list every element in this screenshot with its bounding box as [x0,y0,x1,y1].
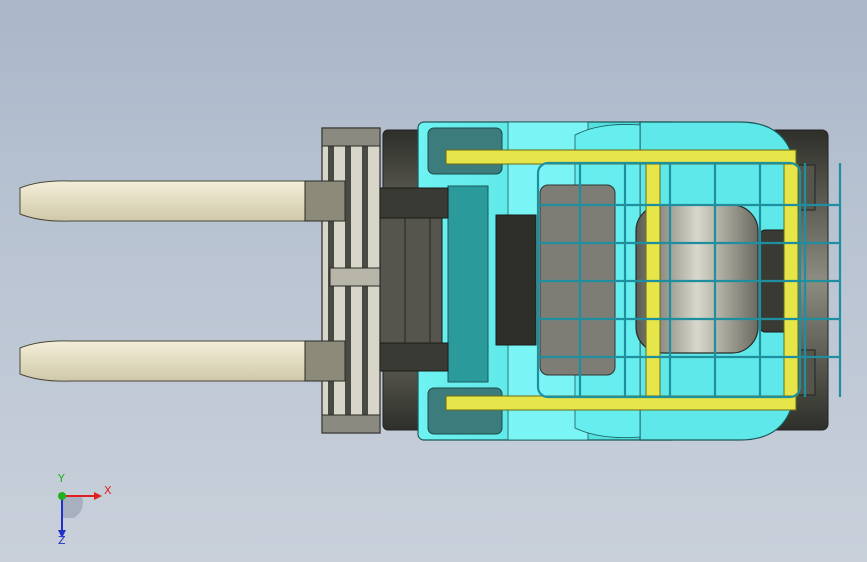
fork-lower[interactable] [19,340,346,382]
triad-arrows-icon [58,492,102,538]
y-axis-label: Y [58,472,65,485]
x-axis-label: X [104,484,112,497]
overhead-guard-cage[interactable] [536,161,842,399]
coordinate-triad: X Y Z [42,472,122,548]
z-axis-label: Z [58,534,66,547]
fork-upper[interactable] [19,180,346,222]
mast-assembly[interactable] [321,127,449,434]
